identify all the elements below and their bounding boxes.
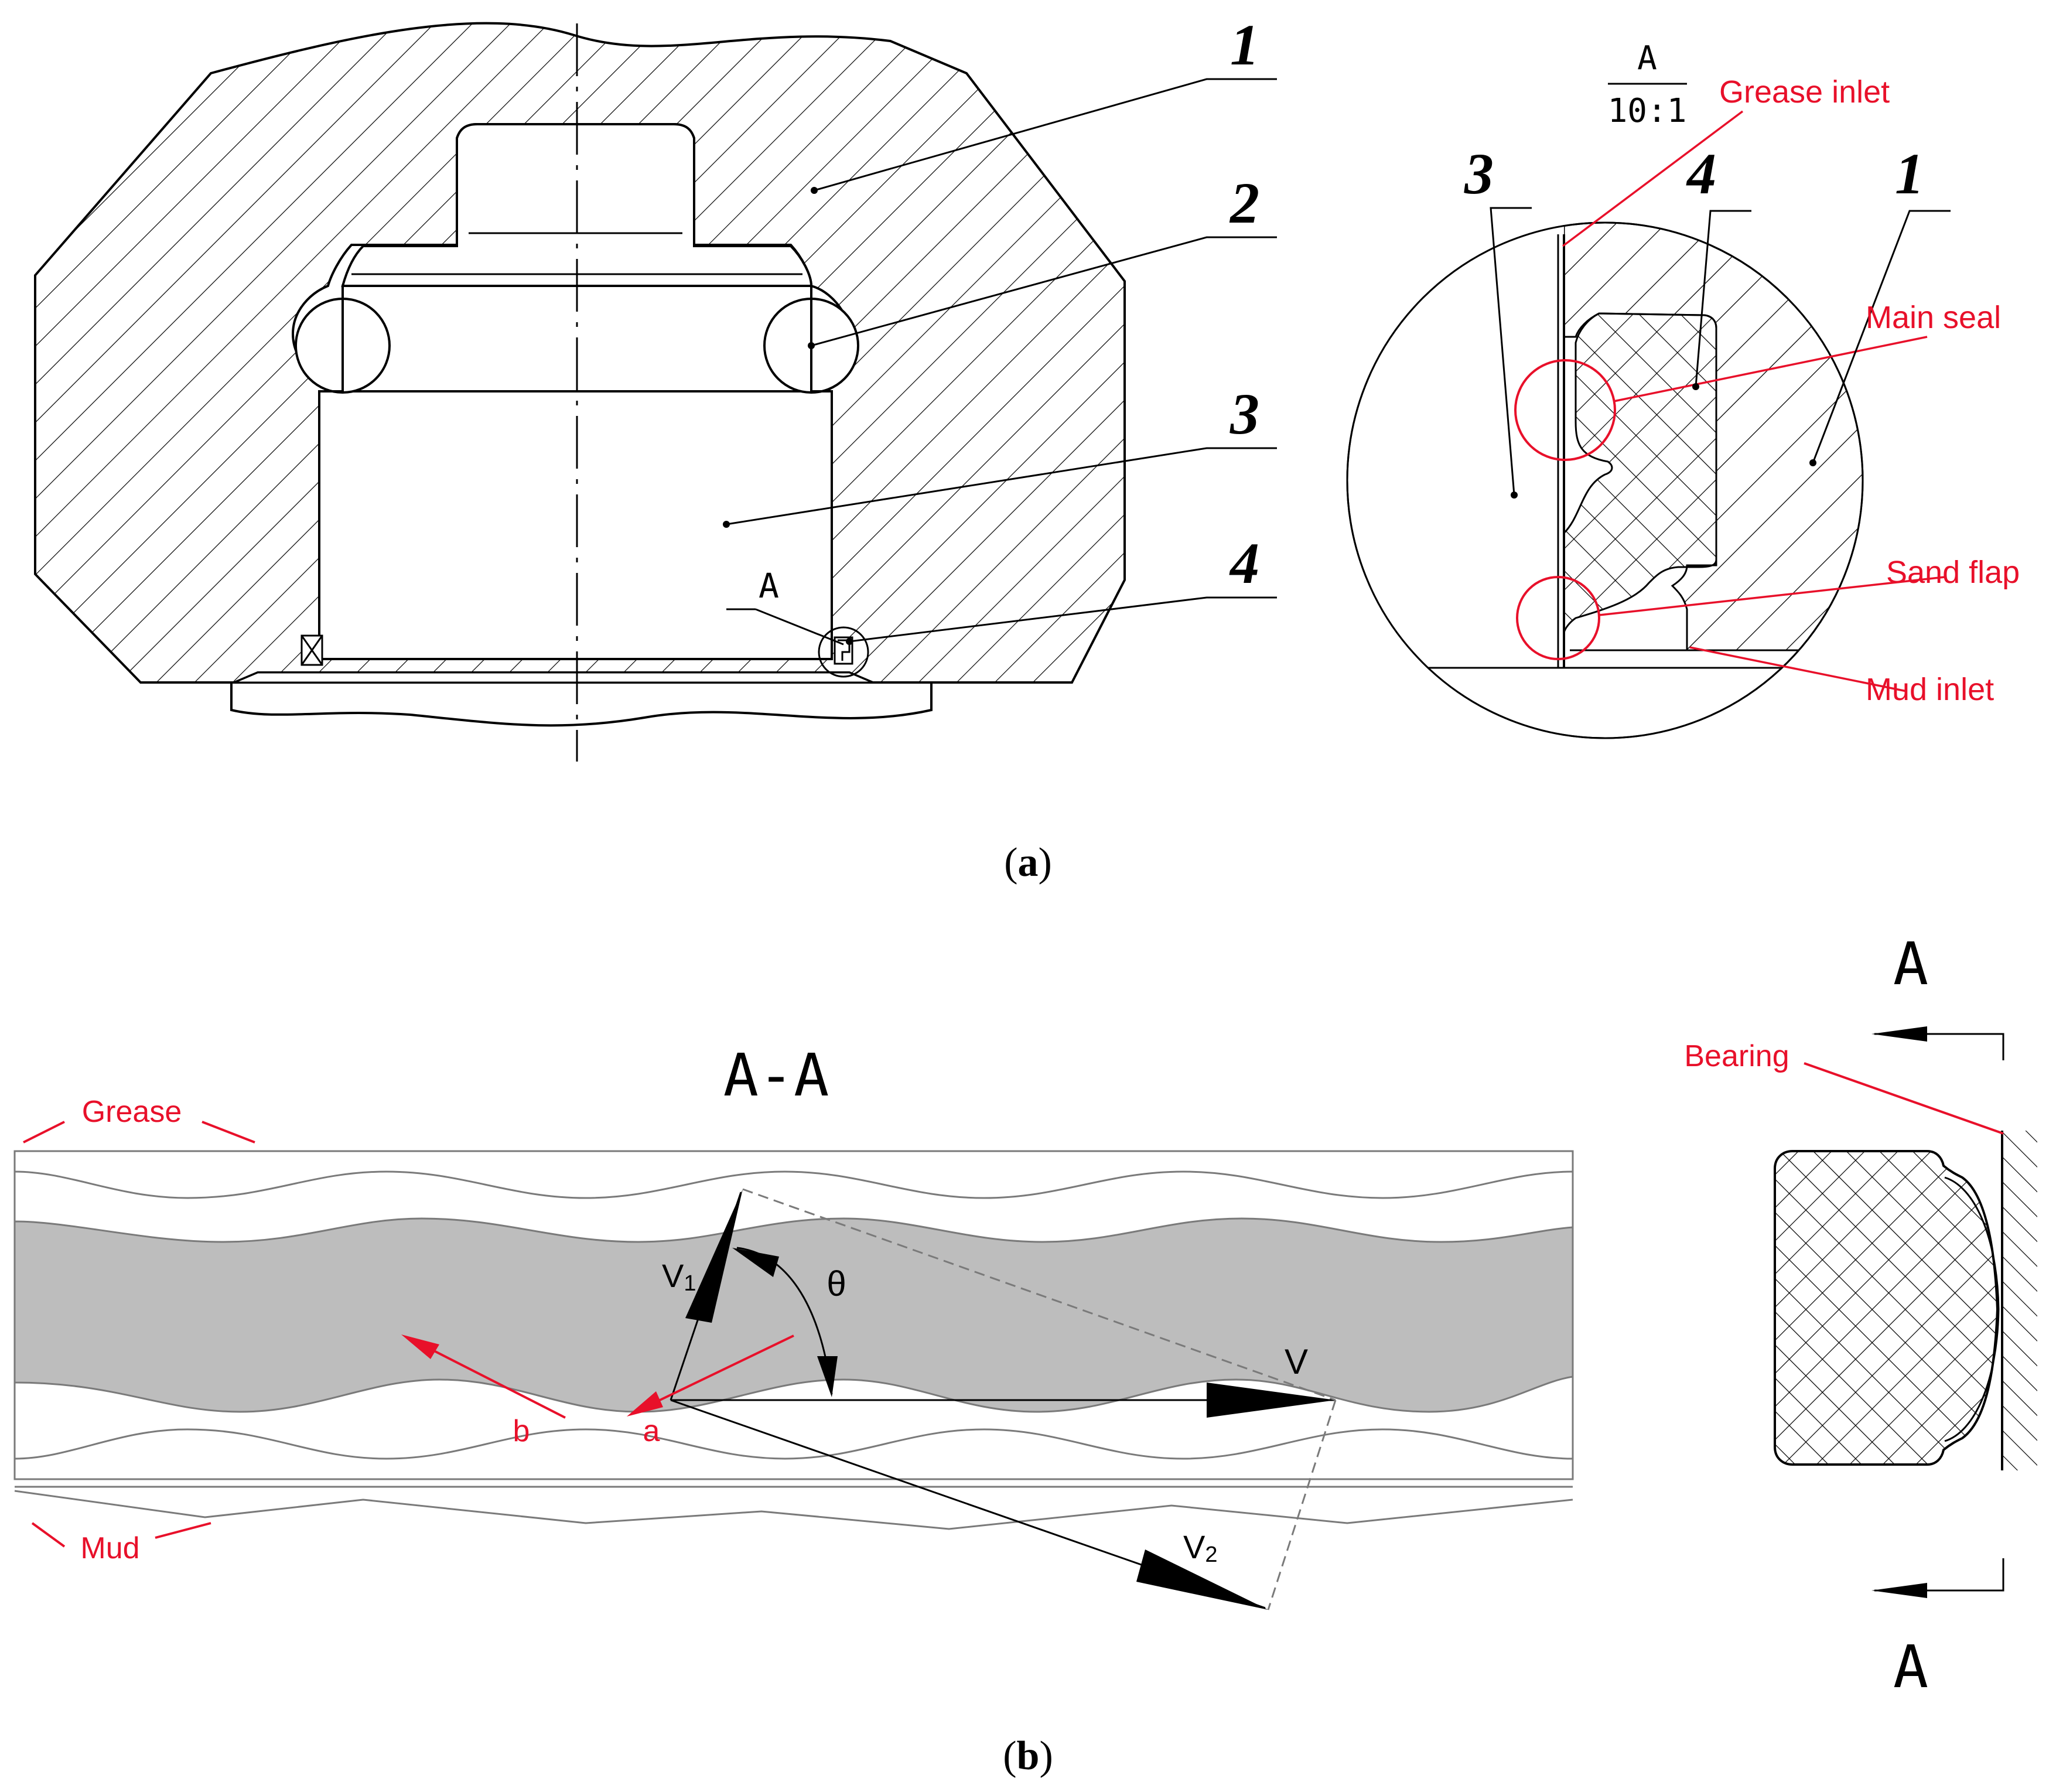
sand-flap-callout-circle: [1516, 576, 1600, 660]
bearing-label: Bearing: [1684, 1039, 1789, 1073]
caption-b: (b): [1003, 1733, 1053, 1779]
part-label-1: 1: [1230, 12, 1259, 77]
section-mark-a: A: [759, 566, 779, 606]
caption-a: (a): [1004, 840, 1052, 885]
grease-side-wave: [14, 1170, 1573, 1199]
seal-lip-band: [13, 1217, 1574, 1413]
detail-view-letter: A: [1637, 39, 1657, 77]
mud-inlet-label: Mud inlet: [1866, 672, 1994, 707]
v1-arrowhead: [685, 1189, 743, 1323]
main-seal-label: Main seal: [1866, 300, 2001, 335]
seal-groove-line: [234, 671, 873, 684]
side-view-top-letter: A: [1893, 930, 1928, 998]
detail-part-label-1: 1: [1895, 141, 1924, 206]
velocity-vectors: [670, 1188, 1337, 1610]
detail-scale: 10:1: [1608, 92, 1687, 130]
side-view-bottom-letter: A: [1893, 1633, 1928, 1701]
point-b-label: b: [513, 1414, 530, 1448]
detail-seal-part-4: [1563, 312, 1717, 633]
bearing-leader: [1804, 1062, 2004, 1135]
detail-part-label-4: 4: [1686, 141, 1716, 206]
detail-part-label-3: 3: [1464, 141, 1494, 206]
rod-body: [318, 390, 833, 660]
v-arrowhead: [1207, 1383, 1336, 1418]
section-title: A-A: [723, 1041, 829, 1110]
base-plate: [230, 681, 933, 727]
seal-box-left: [300, 634, 323, 666]
part-label-2: 2: [1229, 170, 1259, 235]
bearing-wall: [2002, 1131, 2037, 1470]
seal-profile: [1774, 1150, 1999, 1466]
flow-direction-arrows: [401, 1334, 794, 1419]
section-a-a-view: A-A: [13, 1041, 1574, 1610]
point-a-label: a: [643, 1414, 660, 1448]
detail-view-a: 3 4 1 A 10:1 Grease inlet Main seal Sand…: [1346, 39, 2020, 739]
grease-label: Grease: [82, 1095, 182, 1129]
mud-profile-line: [14, 1490, 1573, 1530]
v2-label: V2: [1183, 1528, 1218, 1567]
main-seal-callout-circle: [1514, 359, 1616, 461]
v1-label: V1: [662, 1257, 696, 1296]
sand-flap-label: Sand flap: [1886, 555, 2020, 590]
mud-side-wave: [14, 1428, 1573, 1460]
detail-part-leaders: [1490, 207, 1951, 496]
detail-annotation-leaders: [1562, 110, 1945, 692]
theta-label: θ: [827, 1264, 846, 1303]
side-view-a: A A Bearing: [1684, 930, 2037, 1701]
part-leaders: [726, 78, 1277, 646]
part-label-4: 4: [1229, 531, 1259, 596]
part-label-3: 3: [1229, 381, 1259, 446]
detail-a-marker-circle: [818, 626, 869, 678]
grease-inlet-label: Grease inlet: [1719, 74, 1890, 110]
mud-label: Mud: [80, 1531, 139, 1565]
v-label: V: [1285, 1342, 1308, 1381]
cross-section-view: 1 2 3 4 A: [34, 12, 1277, 762]
v2-arrowhead: [1136, 1549, 1268, 1610]
